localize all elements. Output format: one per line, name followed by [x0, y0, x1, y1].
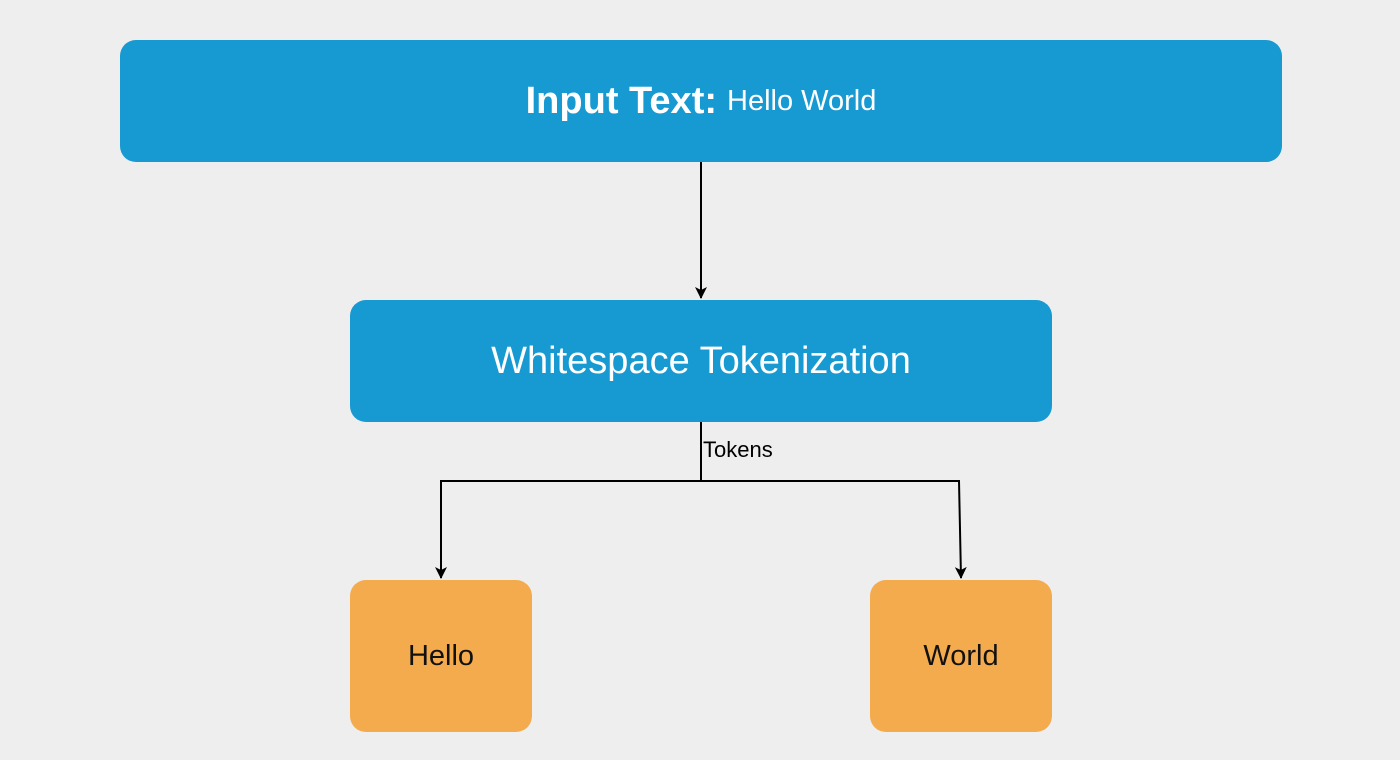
edge-to-world: [701, 480, 967, 579]
token-label-world: World: [923, 639, 999, 672]
input-text-node[interactable]: Input Text: Hello World: [120, 40, 1282, 162]
edge-to-hello: [435, 480, 701, 579]
process-node-label: Whitespace Tokenization: [491, 339, 911, 382]
input-text-label: Input Text:: [525, 79, 717, 122]
token-node-hello[interactable]: Hello: [350, 580, 532, 732]
token-node-world[interactable]: World: [870, 580, 1052, 732]
whitespace-tokenization-node[interactable]: Whitespace Tokenization: [350, 300, 1052, 422]
edge-label-tokens: Tokens: [703, 437, 773, 463]
input-text-value: Hello World: [727, 84, 877, 117]
token-label-hello: Hello: [407, 639, 475, 672]
